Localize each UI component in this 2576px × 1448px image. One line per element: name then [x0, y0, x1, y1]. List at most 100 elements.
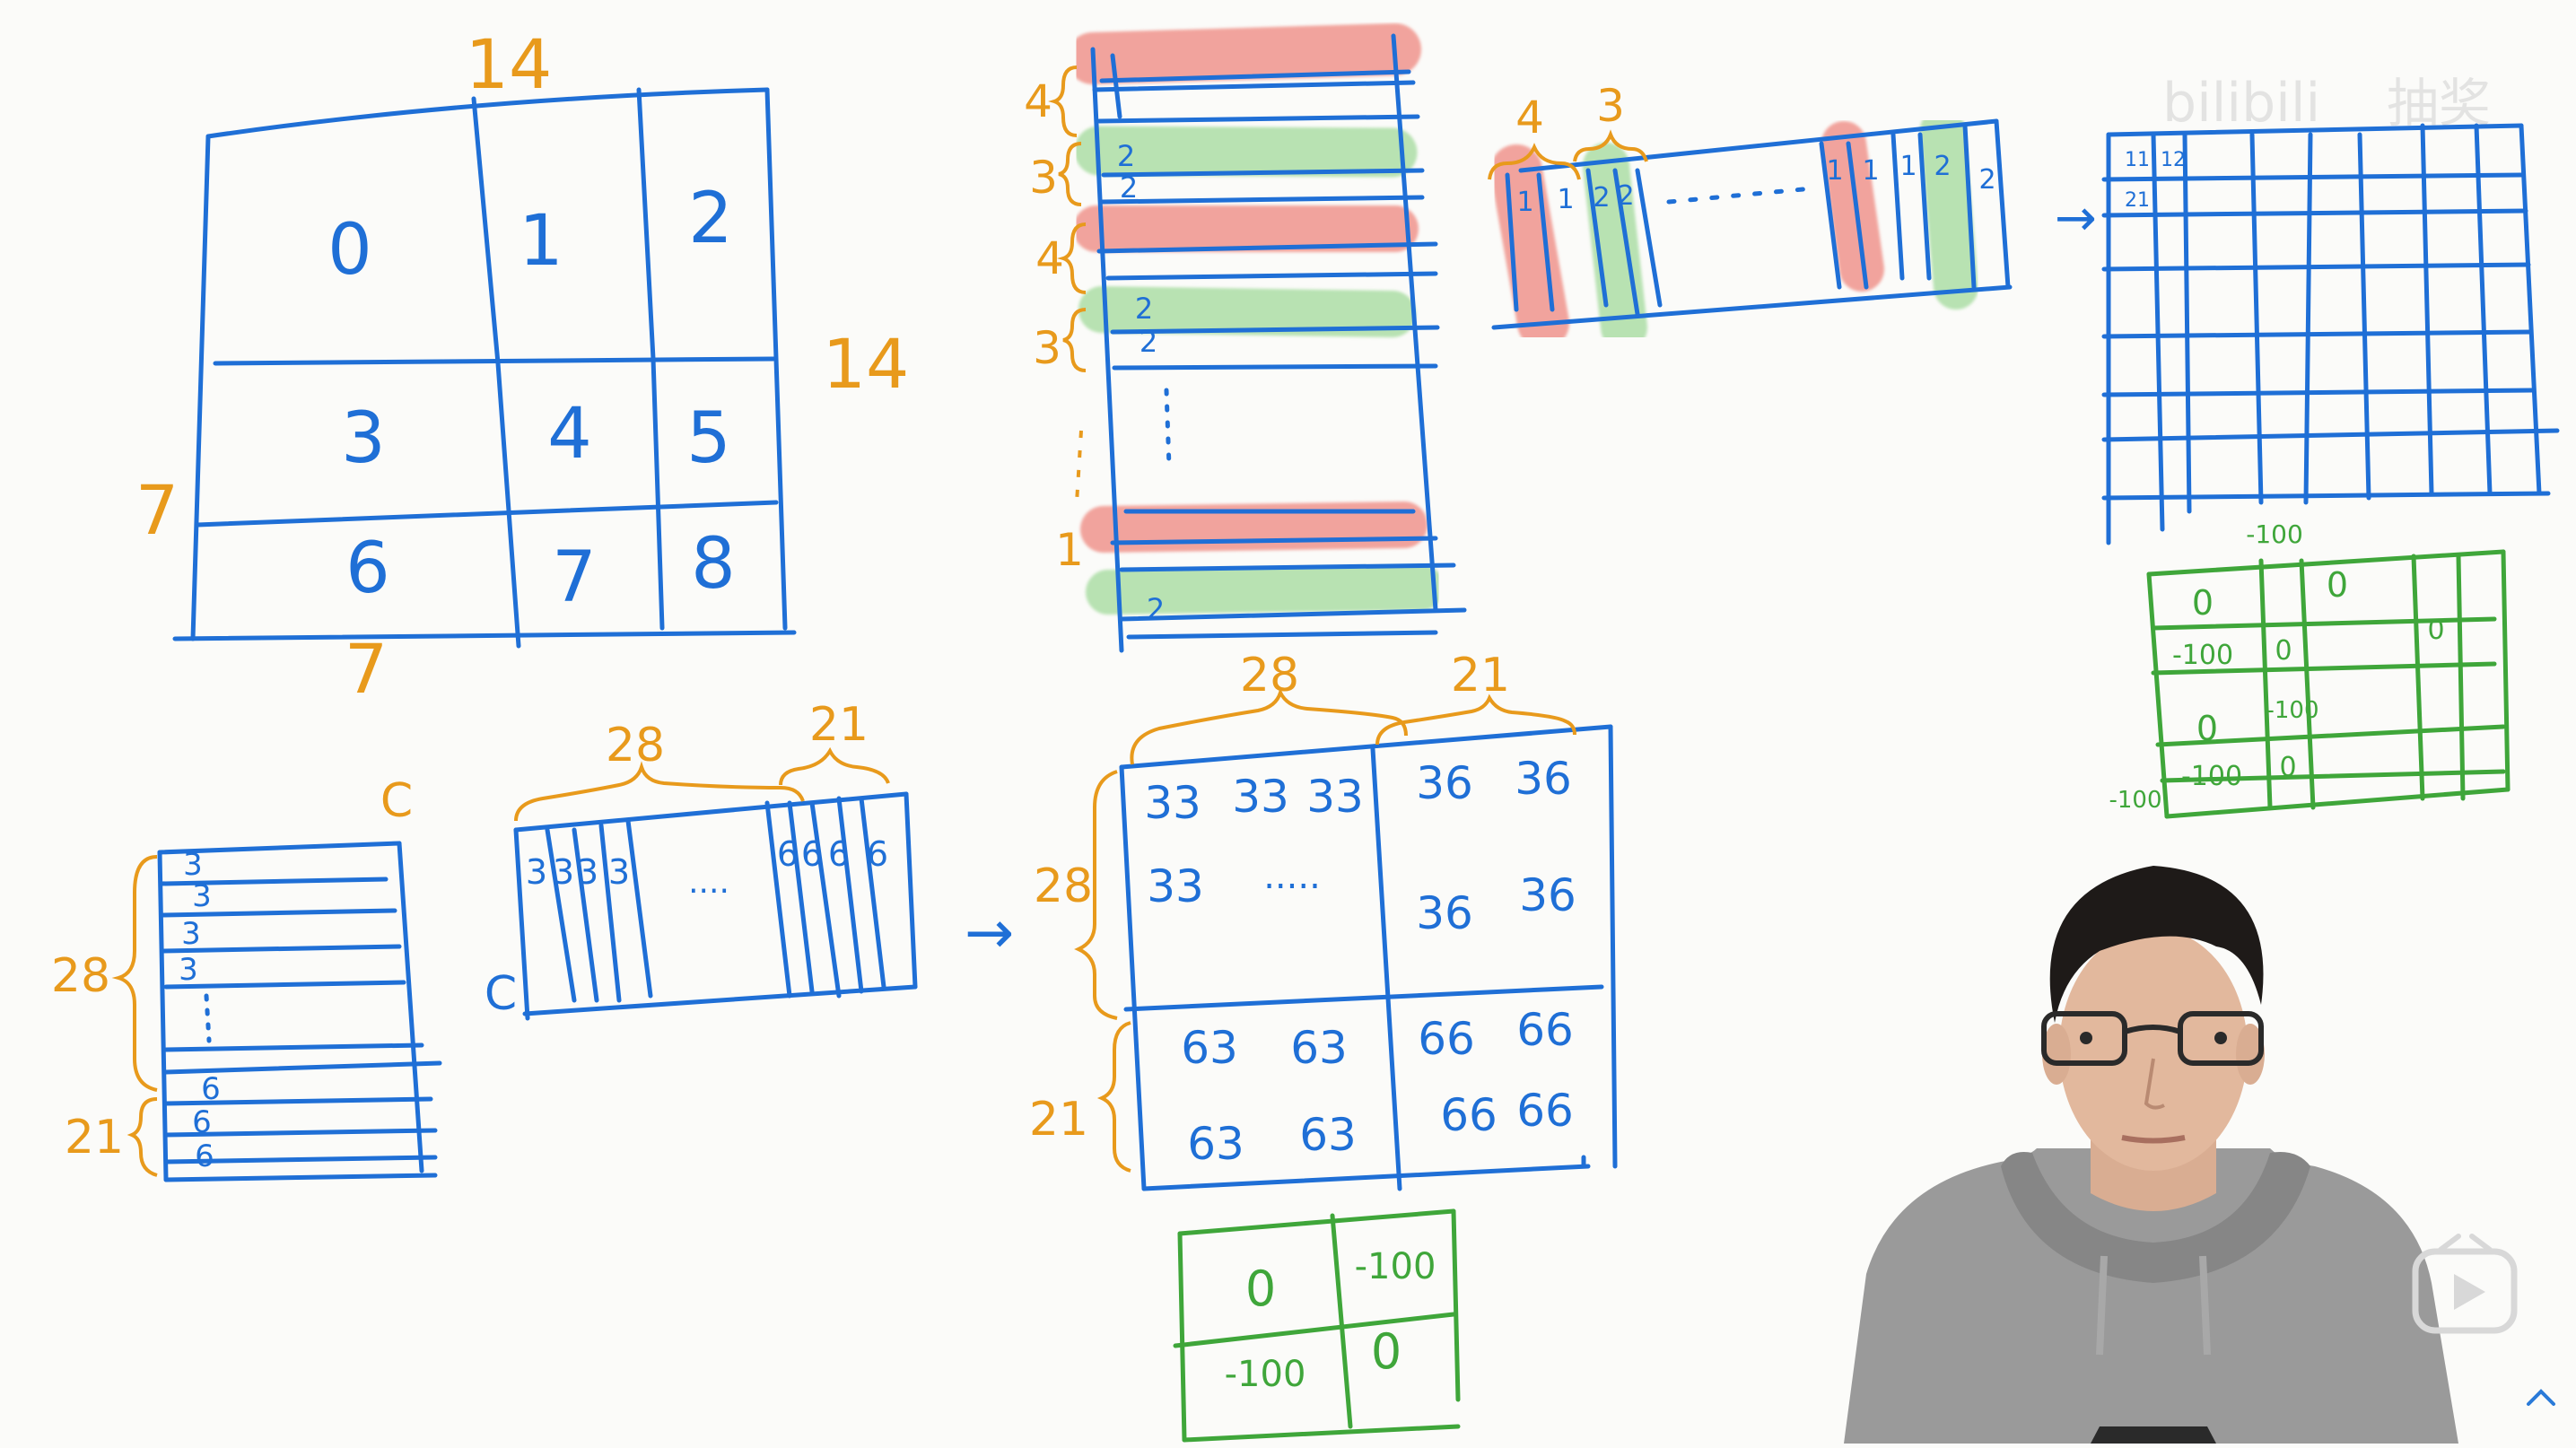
attn-q12-a: 36 — [1416, 757, 1473, 809]
row-mark-e: 2 — [1147, 592, 1165, 626]
token-row-b2: 6 — [801, 834, 823, 874]
green-small-cell-8: -100 — [2181, 761, 2242, 792]
window-height-label: 14 — [823, 324, 910, 404]
tv-play-icon[interactable] — [2412, 1234, 2518, 1334]
green-small-cell-7: 0 — [2196, 709, 2218, 748]
window-width-label: 14 — [466, 24, 553, 104]
attn-q11-a: 33 — [1144, 777, 1201, 829]
attention-score-matrix: 33 33 33 33 ..... 36 36 36 36 63 63 63 6… — [1029, 649, 1618, 1191]
token-col-a3: 3 — [181, 916, 201, 952]
green-small-cell-9: 0 — [2279, 752, 2296, 783]
token-row-label-28: 28 — [606, 719, 665, 772]
mask-grid-label: -100 — [2246, 519, 2303, 549]
token-col-b2: 6 — [192, 1104, 212, 1140]
green-mask-2x2: 0 -100 -100 0 — [1173, 1208, 1461, 1443]
strip-group-label-3: 3 — [1596, 80, 1625, 132]
attn-q21-a: 63 — [1181, 1022, 1238, 1074]
token-col-label-28: 28 — [51, 949, 110, 1003]
green-2x2-cell-10: -100 — [1225, 1354, 1306, 1395]
window-cell-8: 8 — [691, 524, 736, 605]
token-row-a1: 3 — [526, 852, 547, 892]
attn-q21-d: 63 — [1299, 1109, 1357, 1161]
green-2x2-cell-01: -100 — [1355, 1246, 1436, 1287]
green-small-cell-3: -100 — [2172, 640, 2233, 671]
strip-mark-r5: 2 — [1978, 164, 1995, 196]
strip-group-label-4: 4 — [1515, 92, 1544, 144]
window-sub-height-label: 7 — [135, 470, 179, 550]
green-small-cell-5: 0 — [2427, 615, 2444, 646]
strip-mark-l4: 2 — [1617, 180, 1634, 212]
row-group-label-3b: 3 — [1033, 322, 1061, 374]
attn-top-label-21: 21 — [1451, 649, 1510, 702]
token-col-a1: 3 — [183, 847, 203, 883]
window-cell-5: 5 — [686, 398, 731, 479]
attn-left-label-21: 21 — [1029, 1093, 1088, 1147]
row-mark-b: 2 — [1120, 170, 1138, 205]
presenter-video — [1844, 866, 2458, 1444]
arrow-to-attention-matrix: → — [965, 898, 1014, 967]
token-row-a3: 3 — [577, 852, 598, 892]
token-col-b1: 6 — [201, 1071, 221, 1107]
green-small-cell-6: -100 — [2266, 697, 2318, 724]
strip-mark-r2: 1 — [1862, 155, 1879, 187]
window-sub-width-label: 7 — [345, 629, 388, 709]
row-group-label-4a: 4 — [1024, 75, 1052, 127]
window-cell-2: 2 — [688, 179, 733, 259]
row-mark-d: 2 — [1140, 325, 1157, 359]
window-partition-grid: 0 1 2 3 4 5 6 7 8 14 14 7 7 — [135, 24, 910, 709]
token-col-a2: 3 — [192, 878, 212, 914]
watermark-subtext: 抽奖 — [2387, 73, 2491, 134]
window-cell-6: 6 — [345, 528, 390, 609]
green-small-cell-1: 0 — [2192, 583, 2214, 623]
green-2x2-cell-00: 0 — [1245, 1260, 1276, 1317]
row-strip-diagram: 1 1 2 2 1 1 1 2 2 4 3 — [1488, 80, 2013, 351]
attn-q11-d: 33 — [1147, 860, 1204, 912]
attn-q11-ellipsis: ..... — [1263, 856, 1321, 897]
arrow-to-mask-grid: → — [2055, 189, 2097, 248]
bilibili-watermark: bilibili 抽奖 — [2162, 72, 2491, 135]
green-mask-small: 0 0 -100 0 0 -100 0 -100 0 -100 — [2109, 549, 2511, 819]
chevron-up-icon[interactable] — [2527, 1389, 2555, 1406]
window-cell-4: 4 — [547, 394, 592, 475]
mask-corner-21: 21 — [2125, 189, 2150, 212]
attn-q11-b: 33 — [1232, 771, 1289, 823]
strip-mark-r4: 2 — [1934, 151, 1951, 182]
token-row-a4: 3 — [608, 852, 630, 892]
token-row-b1: 6 — [777, 834, 799, 874]
attn-q12-c: 36 — [1416, 887, 1473, 939]
token-row-label-21: 21 — [809, 698, 869, 752]
token-row-label-c: C — [485, 967, 517, 1021]
green-small-cell-10: -100 — [2109, 787, 2161, 814]
row-group-label-3a: 3 — [1029, 152, 1058, 204]
strip-mark-r1: 1 — [1826, 155, 1843, 187]
window-cell-7: 7 — [552, 537, 597, 618]
strip-mark-l3: 2 — [1593, 182, 1610, 214]
attn-q12-b: 36 — [1515, 753, 1572, 805]
row-mark-c: 2 — [1135, 292, 1153, 326]
window-cell-0: 0 — [327, 210, 372, 291]
token-row-b4: 6 — [867, 834, 888, 874]
token-col-a4: 3 — [179, 952, 198, 988]
strip-mark-l2: 1 — [1557, 184, 1574, 215]
token-col-b3: 6 — [195, 1138, 214, 1174]
attn-q22-d: 66 — [1516, 1085, 1574, 1137]
token-row-diagram: 3 3 3 3 .... 6 6 6 6 28 21 C — [485, 698, 918, 1021]
token-row-b3: 6 — [828, 834, 850, 874]
token-row-ellipsis: .... — [688, 864, 729, 901]
row-group-label-1: 1 — [1055, 524, 1084, 576]
attn-q21-c: 63 — [1187, 1118, 1244, 1170]
mask-corner-12: 12 — [2161, 149, 2186, 171]
arrow-glyph-2: → — [965, 898, 1014, 967]
window-cell-3: 3 — [341, 398, 386, 479]
mask-grid-big: 11 12 21 -100 — [2101, 123, 2560, 549]
attn-q22-c: 66 — [1440, 1089, 1498, 1141]
green-small-cell-4: 0 — [2275, 635, 2292, 667]
watermark-logo: bilibili — [2162, 72, 2320, 135]
mask-corner-11: 11 — [2125, 149, 2150, 171]
token-col-label-21: 21 — [65, 1111, 124, 1165]
strip-mark-l1: 1 — [1516, 187, 1533, 218]
attn-q21-b: 63 — [1290, 1022, 1348, 1074]
arrow-glyph-1: → — [2055, 189, 2097, 248]
